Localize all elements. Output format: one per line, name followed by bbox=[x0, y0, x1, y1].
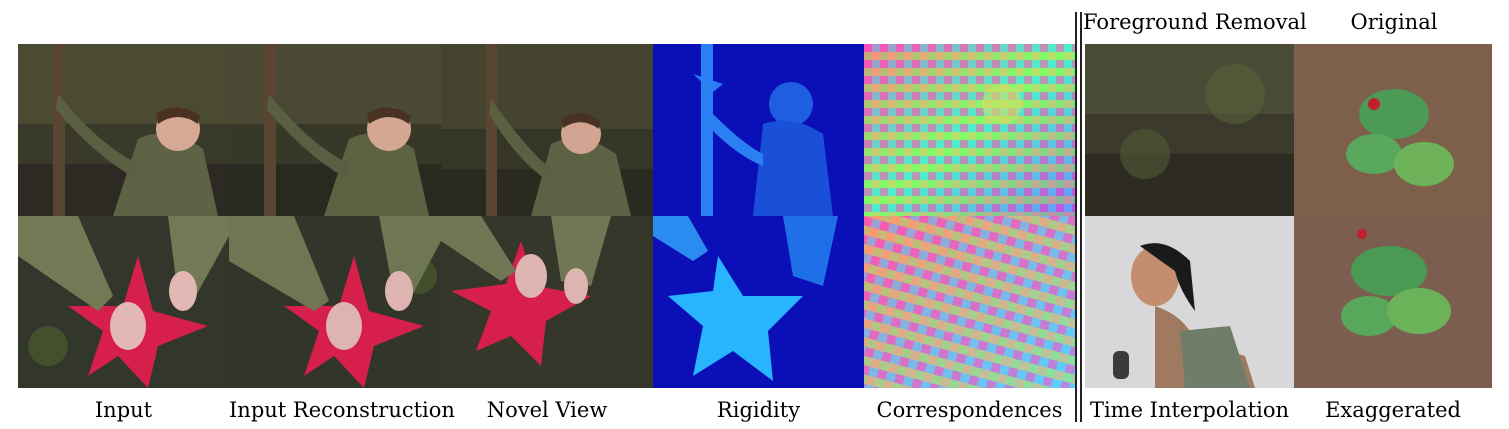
rigidity-label: Rigidity bbox=[716, 398, 801, 422]
novel-view-label: Novel View bbox=[486, 398, 608, 422]
correspondences-star-image bbox=[864, 216, 1075, 388]
time-interpolation-label: Time Interpolation bbox=[1089, 398, 1290, 422]
rigidity-man-image bbox=[653, 44, 864, 216]
input-star-image bbox=[18, 216, 229, 388]
foreground-removal-image bbox=[1085, 44, 1294, 216]
input-reconstruction-label: Input Reconstruction bbox=[229, 398, 455, 422]
input-man-image bbox=[18, 44, 229, 216]
original-label: Original bbox=[1350, 10, 1438, 34]
correspondences-man-image bbox=[864, 44, 1075, 216]
time-interpolation-image bbox=[1085, 216, 1294, 388]
input-label: Input bbox=[94, 398, 153, 422]
foreground-removal-label: Foreground Removal bbox=[1083, 10, 1307, 34]
reconstruction-man-image bbox=[229, 44, 441, 216]
rigidity-star-image bbox=[653, 216, 864, 388]
original-plant-image bbox=[1294, 44, 1492, 216]
reconstruction-star-image bbox=[229, 216, 441, 388]
novel-view-man-image bbox=[441, 44, 653, 216]
exaggerated-plant-image bbox=[1294, 216, 1492, 388]
section-divider-left bbox=[1075, 12, 1077, 422]
exaggerated-label: Exaggerated bbox=[1325, 398, 1461, 422]
section-divider-right bbox=[1080, 12, 1082, 422]
novel-view-star-image bbox=[441, 216, 653, 388]
correspondences-label: Correspondences bbox=[876, 398, 1063, 422]
